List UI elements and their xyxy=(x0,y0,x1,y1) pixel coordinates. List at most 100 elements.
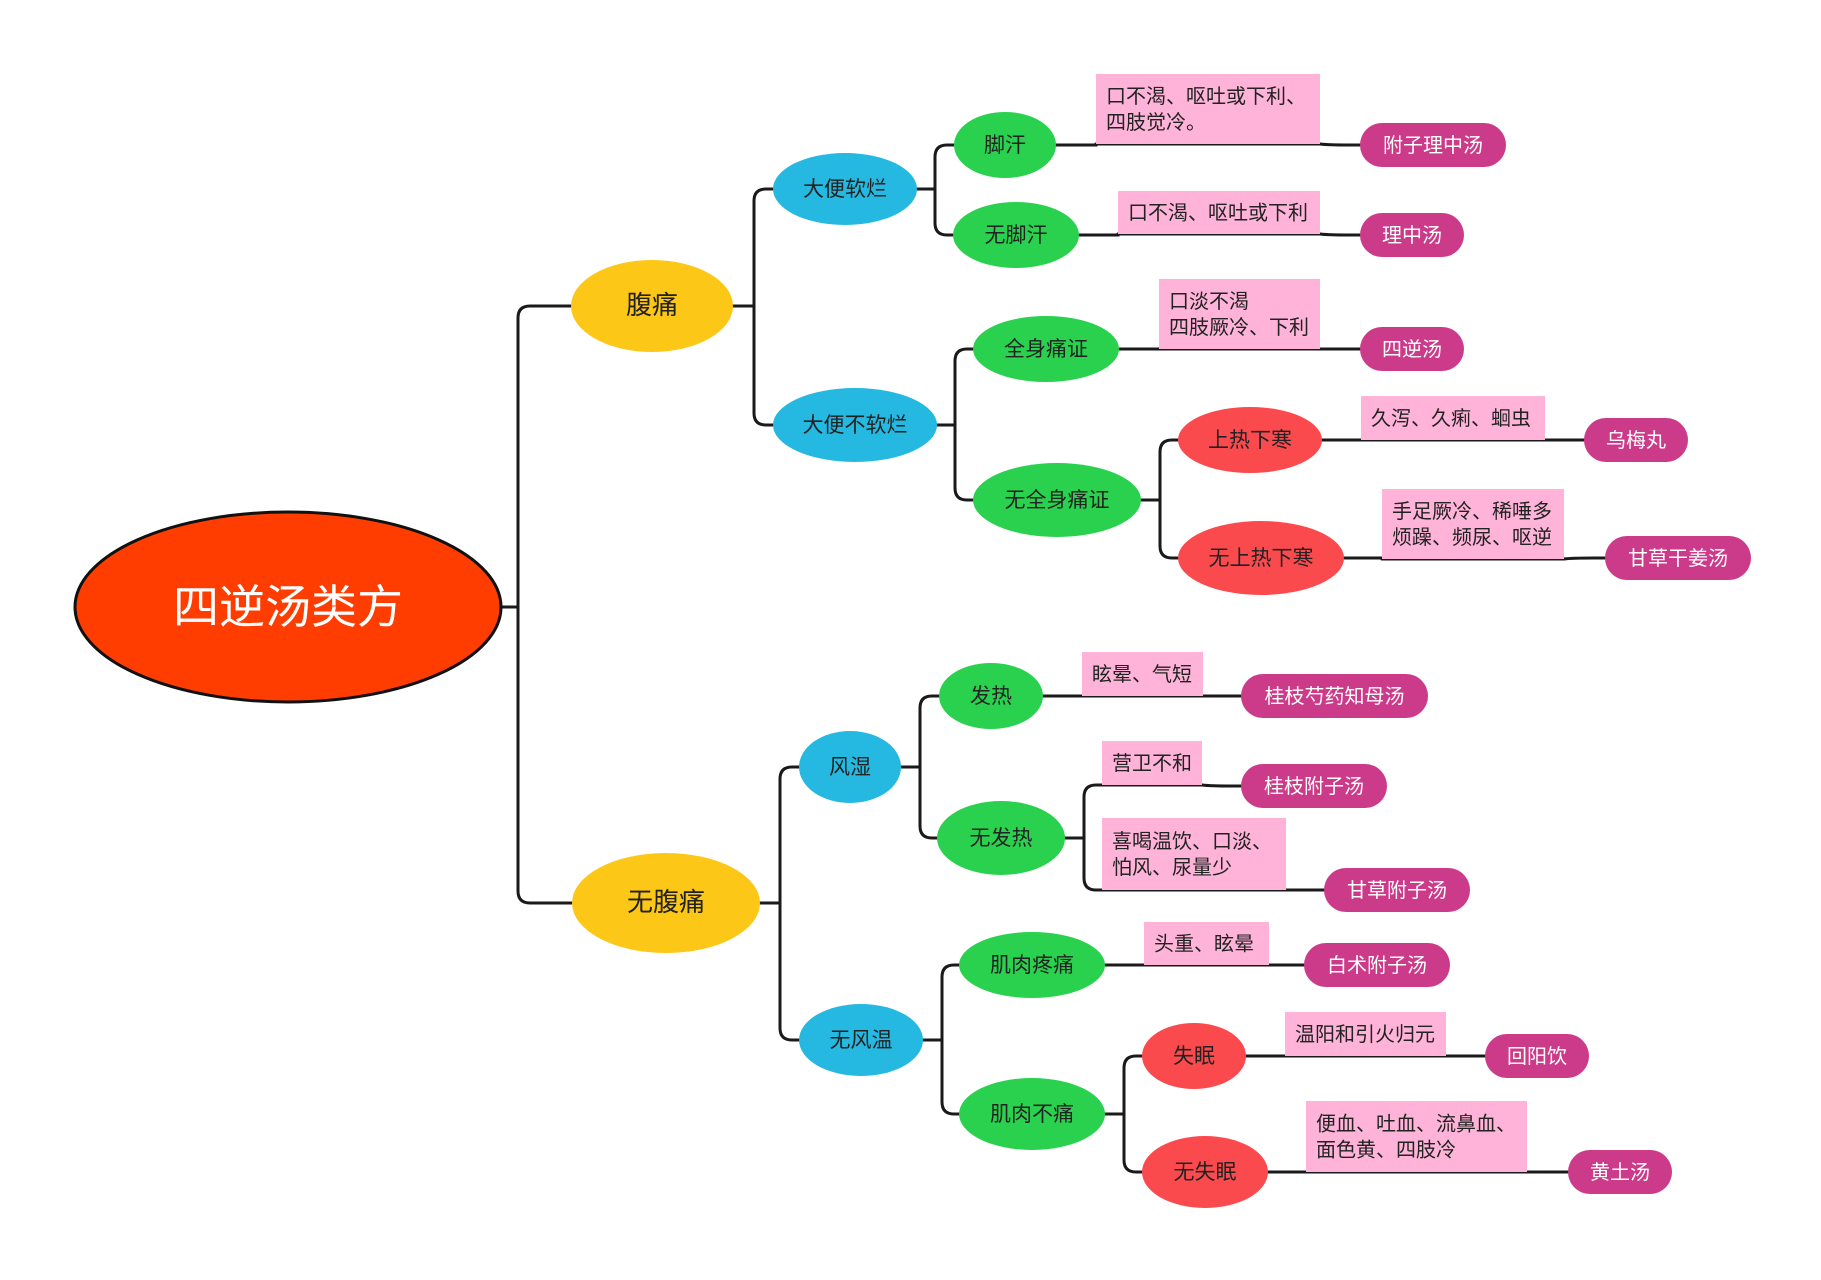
link-l1-l2-0 xyxy=(731,187,775,308)
topic-muscle-pain[interactable]: 肌肉疼痛 xyxy=(959,932,1105,998)
link-l1-l2-2 xyxy=(758,765,801,905)
result-8-shape xyxy=(1304,943,1450,987)
topic-muscle-pain-label: 肌肉疼痛 xyxy=(990,953,1074,977)
note-8-box xyxy=(1144,922,1269,965)
result-1-label: 理中汤 xyxy=(1382,223,1442,247)
link-note-6-a xyxy=(1063,783,1104,840)
topic-insomnia-shape xyxy=(1142,1023,1246,1089)
result-1-shape xyxy=(1360,213,1464,257)
topic-wind-damp[interactable]: 风湿 xyxy=(799,731,901,803)
note-2-box xyxy=(1159,279,1320,349)
link-l2-l3-4 xyxy=(899,694,941,769)
note-6-label: 营卫不和 xyxy=(1112,751,1192,775)
result-6-label: 桂枝附子汤 xyxy=(1264,774,1364,798)
root-node-label: 四逆汤类方 xyxy=(173,580,403,634)
result-7[interactable]: 甘草附子汤 xyxy=(1324,868,1470,912)
result-9[interactable]: 回阳饮 xyxy=(1485,1034,1589,1078)
note-10: 便血、吐血、流鼻血、面色黄、四肢冷 xyxy=(1306,1101,1527,1172)
note-10-label: 便血、吐血、流鼻血、面色黄、四肢冷 xyxy=(1316,1112,1516,1162)
link-l3-l4-0 xyxy=(1139,438,1180,502)
topic-no-body-pain-label: 无全身痛证 xyxy=(1005,488,1110,512)
topic-no-upper-heat-label: 无上热下寒 xyxy=(1209,546,1314,570)
result-8[interactable]: 白术附子汤 xyxy=(1304,943,1450,987)
topic-no-loose-stool-shape xyxy=(773,388,937,462)
note-1-label: 口不渴、呕吐或下利 xyxy=(1128,201,1308,225)
result-6-shape xyxy=(1241,764,1387,808)
topic-no-wind-damp-label: 无风温 xyxy=(830,1028,893,1052)
result-0[interactable]: 附子理中汤 xyxy=(1360,123,1506,167)
topic-no-fever[interactable]: 无发热 xyxy=(937,801,1065,875)
topic-no-loose-stool[interactable]: 大便不软烂 xyxy=(773,388,937,462)
topic-insomnia[interactable]: 失眠 xyxy=(1142,1023,1246,1089)
link-l2-l3-7 xyxy=(921,1038,961,1116)
result-1[interactable]: 理中汤 xyxy=(1360,213,1464,257)
result-2[interactable]: 四逆汤 xyxy=(1360,327,1464,371)
note-8-label: 头重、眩晕 xyxy=(1154,932,1254,956)
note-8: 头重、眩晕 xyxy=(1144,922,1269,965)
topic-foot-sweat[interactable]: 脚汗 xyxy=(954,112,1056,178)
topic-no-muscle-pain[interactable]: 肌肉不痛 xyxy=(959,1078,1105,1150)
result-8-label: 白术附子汤 xyxy=(1327,953,1427,977)
note-3-box xyxy=(1361,396,1545,440)
topic-no-muscle-pain-label: 肌肉不痛 xyxy=(990,1102,1074,1126)
link-note-1-c xyxy=(1318,232,1362,237)
note-9-box xyxy=(1285,1012,1446,1056)
link-l2-l3-6 xyxy=(921,963,961,1042)
topic-no-abdominal-pain[interactable]: 无腹痛 xyxy=(572,853,760,953)
link-note-0-c xyxy=(1318,142,1362,147)
topic-foot-sweat-label: 脚汗 xyxy=(984,133,1026,157)
topic-no-body-pain[interactable]: 无全身痛证 xyxy=(973,463,1141,537)
topic-wind-damp-shape xyxy=(799,731,901,803)
note-5-label: 眩晕、气短 xyxy=(1092,662,1192,686)
topic-no-muscle-pain-shape xyxy=(959,1078,1105,1150)
note-5-box xyxy=(1082,652,1203,696)
link-note-1-a xyxy=(1077,232,1120,237)
topic-abdominal-pain-shape xyxy=(571,260,733,352)
topic-no-foot-sweat-label: 无脚汗 xyxy=(985,223,1048,247)
link-root-l1-1 xyxy=(499,605,574,905)
result-5[interactable]: 桂枝芍药知母汤 xyxy=(1241,674,1428,718)
link-l1-l2-3 xyxy=(758,901,801,1042)
topic-loose-stool-label: 大便软烂 xyxy=(803,177,887,201)
topic-no-insomnia-label: 无失眠 xyxy=(1174,1160,1237,1184)
link-note-0-a xyxy=(1054,142,1098,147)
topic-no-foot-sweat-shape xyxy=(953,202,1079,268)
topic-no-upper-heat[interactable]: 无上热下寒 xyxy=(1178,521,1344,595)
link-l3-l4-1 xyxy=(1139,498,1180,560)
topic-no-body-pain-shape xyxy=(973,463,1141,537)
result-3[interactable]: 乌梅丸 xyxy=(1584,418,1688,462)
result-10[interactable]: 黄土汤 xyxy=(1568,1150,1672,1194)
topic-wind-damp-label: 风湿 xyxy=(829,755,871,779)
topic-no-upper-heat-shape xyxy=(1178,521,1344,595)
result-5-shape xyxy=(1241,674,1428,718)
note-4-box xyxy=(1382,489,1564,559)
topic-body-pain-shape xyxy=(973,316,1119,382)
topic-upper-heat[interactable]: 上热下寒 xyxy=(1178,407,1322,473)
result-3-label: 乌梅丸 xyxy=(1606,428,1666,452)
topic-body-pain-label: 全身痛证 xyxy=(1004,337,1088,361)
note-0: 口不渴、呕吐或下利、四肢觉冷。 xyxy=(1096,74,1320,144)
result-10-label: 黄土汤 xyxy=(1590,1160,1650,1184)
note-2-label: 口淡不渴四肢厥冷、下利 xyxy=(1169,289,1309,339)
topic-fever-shape xyxy=(939,663,1043,729)
result-6[interactable]: 桂枝附子汤 xyxy=(1241,764,1387,808)
topic-no-wind-damp[interactable]: 无风温 xyxy=(799,1004,923,1076)
note-7: 喜喝温饮、口淡、怕风、尿量少 xyxy=(1102,818,1286,890)
link-l2-l3-1 xyxy=(915,187,955,237)
topic-no-insomnia[interactable]: 无失眠 xyxy=(1142,1136,1268,1208)
topic-no-fever-shape xyxy=(937,801,1065,875)
topic-foot-sweat-shape xyxy=(954,112,1056,178)
topic-no-foot-sweat[interactable]: 无脚汗 xyxy=(953,202,1079,268)
topic-no-wind-damp-shape xyxy=(799,1004,923,1076)
root-node[interactable]: 四逆汤类方 xyxy=(73,510,503,704)
note-9: 温阳和引火归元 xyxy=(1285,1012,1446,1056)
topic-fever[interactable]: 发热 xyxy=(939,663,1043,729)
note-0-box xyxy=(1096,74,1320,144)
note-10-box xyxy=(1306,1101,1527,1172)
topic-abdominal-pain[interactable]: 腹痛 xyxy=(571,260,733,352)
topic-body-pain[interactable]: 全身痛证 xyxy=(973,316,1119,382)
topic-loose-stool[interactable]: 大便软烂 xyxy=(773,153,917,225)
note-6: 营卫不和 xyxy=(1102,741,1202,785)
result-4[interactable]: 甘草干姜汤 xyxy=(1605,536,1751,580)
